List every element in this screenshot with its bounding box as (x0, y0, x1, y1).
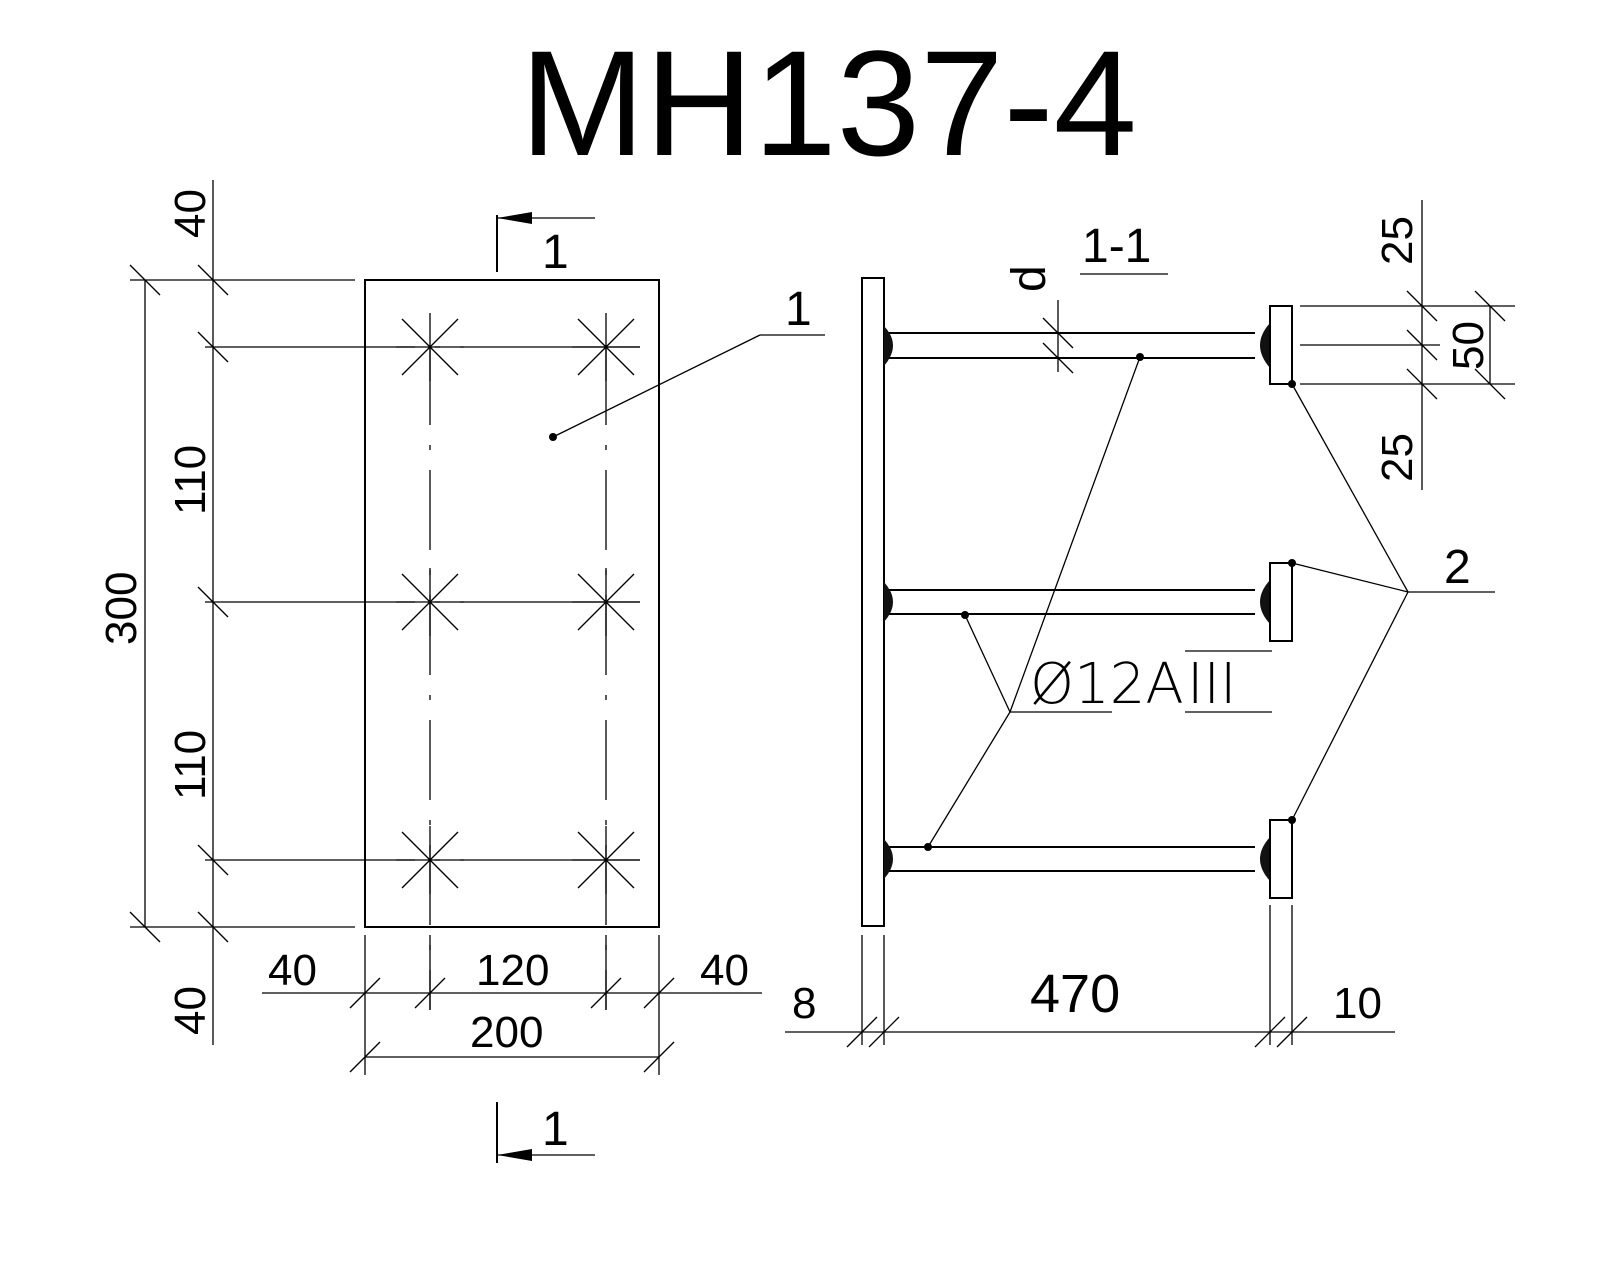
dim-top-40: 40 (166, 189, 215, 238)
dim-mid-110-a: 110 (166, 445, 215, 515)
dim-left-8: 8 (792, 979, 816, 1028)
dim-total-200: 200 (470, 1008, 543, 1057)
svg-text:2: 2 (1444, 541, 1471, 594)
section-mark-bottom: 1 (496, 1102, 595, 1163)
bar-bottom (884, 819, 1293, 899)
dim-left-40: 40 (268, 946, 317, 995)
section-plate (861, 277, 885, 927)
dim-mid-110-b: 110 (166, 730, 215, 800)
dim-bottom-40: 40 (166, 986, 215, 1035)
section-title: 1-1 (1082, 220, 1151, 273)
d-label: d (1003, 265, 1056, 292)
svg-text:1: 1 (542, 1103, 569, 1156)
leader-1: 1 (549, 283, 825, 441)
dim-right-40: 40 (700, 946, 749, 995)
dim-top-25: 25 (1373, 216, 1422, 265)
dim-total-300: 300 (97, 572, 146, 645)
drawing-title: MH137-4 (520, 19, 1137, 187)
dim-mid-50: 50 (1444, 321, 1493, 370)
dim-right-10: 10 (1333, 979, 1382, 1028)
svg-text:1: 1 (785, 283, 812, 336)
svg-text:1: 1 (542, 226, 569, 279)
bar-top (884, 305, 1293, 385)
dim-center-120: 120 (476, 946, 549, 995)
plan-view: 40 110 110 40 300 40 120 40 200 1 (97, 180, 825, 1163)
bar-class: III (1187, 652, 1237, 717)
section-view: 1-1 d 25 50 25 8 470 10 (785, 200, 1515, 1048)
leader-bar: Ø12A III (924, 353, 1272, 851)
dim-len-470: 470 (1030, 964, 1120, 1024)
leader-2: 2 (1288, 380, 1495, 824)
bar-label: Ø12A (1030, 652, 1184, 717)
plate-outline (364, 279, 660, 928)
section-mark-top: 1 (496, 212, 595, 279)
dim-bot-25: 25 (1373, 433, 1422, 482)
anchor-symbol (396, 313, 640, 894)
bar-mid (884, 562, 1293, 642)
